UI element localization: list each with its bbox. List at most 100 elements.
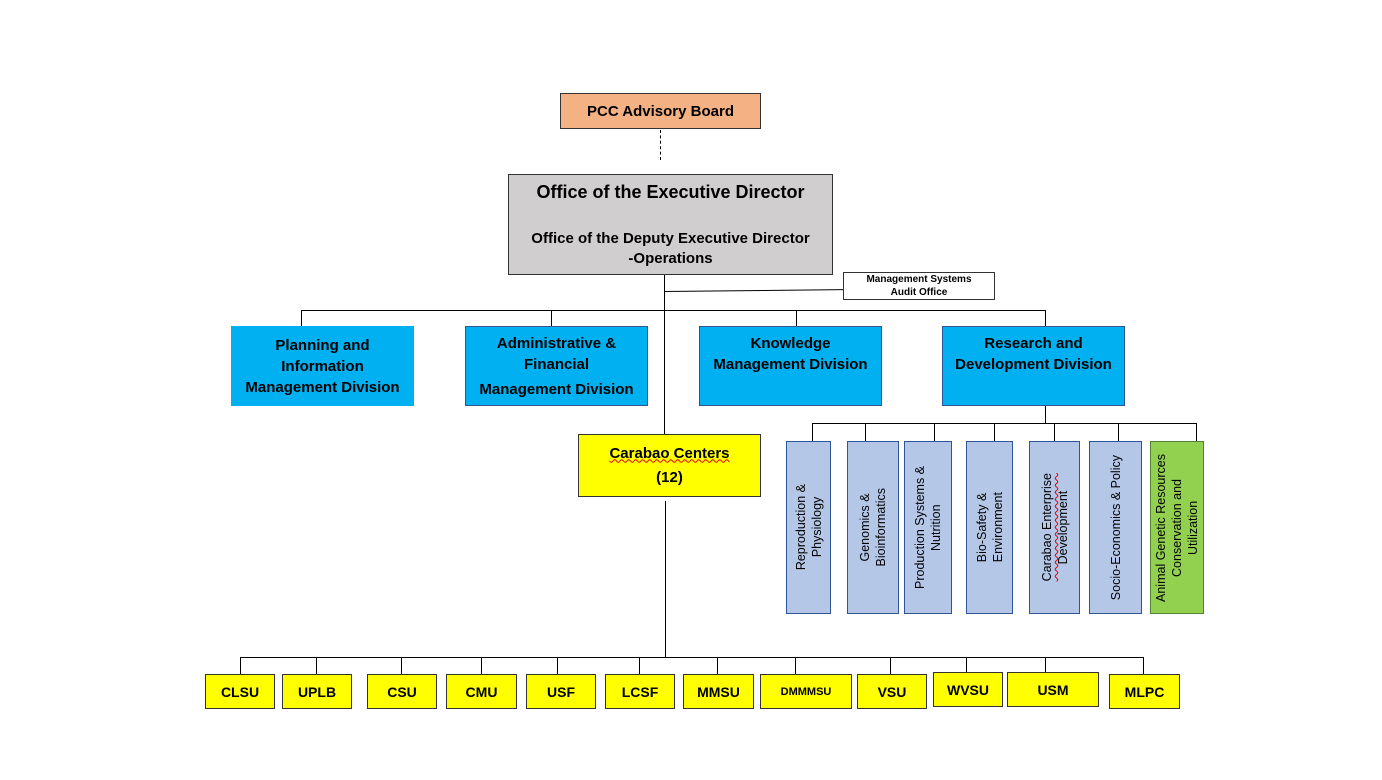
carabao-centers-count: (12): [656, 468, 683, 486]
rd-unit-reproduction-physiology: Reproduction & Physiology: [786, 441, 831, 614]
rd-trunk-line: [1045, 406, 1046, 424]
center-label: WVSU: [947, 681, 989, 698]
center-box-mmsu: MMSU: [683, 674, 754, 709]
rd-unit-label-line: Utilization: [1186, 500, 1200, 555]
center-box-csu: CSU: [367, 674, 437, 709]
center-box-usf: USF: [526, 674, 596, 709]
rd-unit-label-line: Socio-Economics & Policy: [1108, 454, 1123, 601]
center-box-cmu: CMU: [446, 674, 517, 709]
division-label-line: Management Division: [479, 380, 634, 398]
center-box-uplb: UPLB: [282, 674, 352, 709]
center-drop-3: [401, 657, 402, 674]
rd-drop-6: [1118, 423, 1119, 441]
division-administrative-financial: Administrative & Financial Management Di…: [465, 326, 648, 406]
center-drop-12: [1143, 657, 1144, 674]
deputy-office-line1: Office of the Deputy Executive Director: [531, 230, 810, 247]
center-label: CSU: [387, 683, 417, 700]
division-label-line: Research and: [984, 335, 1083, 352]
exec-trunk-line: [664, 275, 665, 435]
division-planning-information: Planning and Information Management Divi…: [231, 326, 414, 406]
center-label: UPLB: [297, 683, 337, 700]
rd-drop-1: [812, 423, 813, 441]
centers-trunk-line: [665, 501, 666, 658]
rd-drop-7: [1196, 423, 1197, 441]
advisory-board-box: PCC Advisory Board: [560, 93, 761, 129]
rd-unit-production-systems: Production Systems & Nutrition: [904, 441, 952, 614]
division-label-line: Management Division: [713, 356, 868, 373]
center-label: USM: [1037, 681, 1069, 698]
center-drop-8: [795, 657, 796, 674]
rd-unit-label-line: Conservation and: [1170, 478, 1184, 577]
division-research-development: Research and Development Division: [942, 326, 1125, 406]
advisory-board-label: PCC Advisory Board: [587, 102, 734, 120]
center-drop-10: [966, 657, 967, 674]
center-label: MLPC: [1124, 683, 1165, 700]
division-knowledge-management: Knowledge Management Division: [699, 326, 882, 406]
advisory-dashed-connector: [660, 130, 661, 160]
center-label: LCSF: [621, 683, 659, 700]
audit-connector-line: [664, 289, 845, 292]
deputy-office-line2: -Operations: [628, 250, 713, 267]
rd-unit-label-line: Nutrition: [929, 504, 943, 551]
center-box-wvsu: WVSU: [933, 672, 1003, 707]
center-label: CLSU: [220, 683, 260, 700]
division-label-line: Information: [281, 357, 364, 375]
rd-unit-label-line: Development: [1055, 490, 1070, 565]
center-label: USF: [547, 683, 575, 700]
rd-drop-3: [934, 423, 935, 441]
center-label: VSU: [877, 683, 907, 700]
rd-unit-label-line: Production Systems &: [913, 466, 927, 589]
rd-drop-2: [865, 423, 866, 441]
division-label-line: Management Division: [245, 378, 400, 396]
centers-bus-line: [240, 657, 1144, 658]
rd-drop-5: [1054, 423, 1055, 441]
center-label: DMMMSU: [780, 685, 832, 698]
division-drop-afmd: [551, 310, 552, 327]
center-drop-9: [890, 657, 891, 674]
center-drop-4: [481, 657, 482, 674]
rd-unit-label-line: Physiology: [809, 497, 824, 558]
executive-office-title: Office of the Executive Director: [536, 182, 805, 202]
division-drop-kmd: [796, 310, 797, 327]
rd-unit-label-line: Carabao Enterprise: [1039, 473, 1054, 582]
rd-unit-label-line: Reproduction &: [793, 484, 808, 571]
division-label-line: Development Division: [955, 356, 1112, 373]
audit-office-line1: Management Systems: [866, 274, 972, 285]
center-drop-5: [557, 657, 558, 674]
rd-unit-socio-economics: Socio-Economics & Policy: [1089, 441, 1142, 614]
division-drop-pimd: [301, 310, 302, 327]
division-label-line: Knowledge: [750, 335, 831, 352]
center-drop-7: [717, 657, 718, 674]
division-bus-line: [301, 310, 1046, 311]
center-box-dmmmsu: DMMMSU: [760, 674, 852, 709]
division-drop-rdd: [1045, 310, 1046, 327]
rd-drop-4: [994, 423, 995, 441]
center-box-vsu: VSU: [857, 674, 927, 709]
center-label: CMU: [465, 683, 498, 700]
center-drop-6: [639, 657, 640, 674]
center-label: MMSU: [697, 683, 740, 700]
rd-unit-label-line: Bio-Safety &: [974, 492, 989, 563]
center-drop-2: [316, 657, 317, 674]
rd-unit-genomics-bioinformatics: Genomics & Bioinformatics: [847, 441, 899, 614]
center-box-mlpc: MLPC: [1109, 674, 1180, 709]
rd-unit-label-line: Environment: [990, 492, 1005, 563]
rd-unit-animal-genetic-resources: Animal Genetic Resources Conservation an…: [1150, 441, 1204, 614]
center-drop-11: [1045, 657, 1046, 674]
center-box-clsu: CLSU: [205, 674, 275, 709]
executive-office-box: Office of the Executive Director Office …: [508, 174, 833, 275]
carabao-centers-label: Carabao Centers: [609, 444, 730, 462]
division-label-line: Financial: [523, 355, 590, 373]
rd-unit-bus-line: [812, 423, 1197, 424]
carabao-centers-box: Carabao Centers (12): [578, 434, 761, 497]
rd-unit-label-line: Genomics &: [858, 493, 872, 562]
rd-unit-label-line: Animal Genetic Resources: [1154, 453, 1168, 602]
audit-office-line2: Audit Office: [890, 287, 948, 298]
center-drop-1: [240, 657, 241, 674]
division-label-line: Administrative &: [496, 334, 617, 352]
division-label-line: Planning and: [275, 336, 370, 354]
rd-unit-carabao-enterprise: Carabao Enterprise Development: [1029, 441, 1080, 614]
center-box-usm: USM: [1007, 672, 1099, 707]
audit-office-box: Management Systems Audit Office: [843, 272, 995, 300]
center-box-lcsf: LCSF: [605, 674, 675, 709]
